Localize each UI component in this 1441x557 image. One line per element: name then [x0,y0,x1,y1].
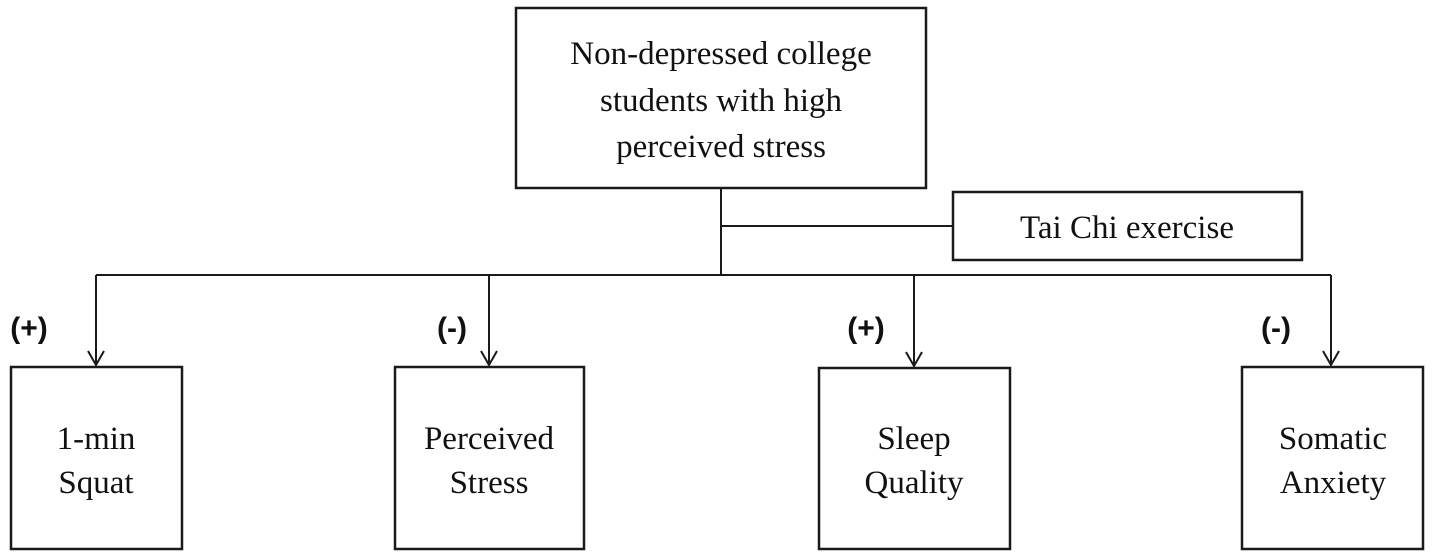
sign-sleep: (+) [847,312,885,345]
outcome-squat-line-1: 1-min [57,421,136,457]
root-box [514,6,928,190]
outcome-box-stress [393,365,586,551]
intervention-box [951,190,1304,262]
effect-signs: (+) (-) (+) (-) [10,312,1291,345]
outcome-node-anxiety: Somatic Anxiety [1240,365,1425,551]
outcome-box-anxiety [1240,365,1425,551]
outcome-sleep-line-1: Sleep [877,421,950,457]
outcome-stress-line-2: Stress [450,465,529,501]
outcome-squat-line-2: Squat [58,465,133,501]
outcome-stress-line-1: Perceived [424,421,555,457]
outcome-node-sleep: Sleep Quality [817,366,1012,551]
outcome-box-squat [9,365,184,551]
arrowhead-squat [87,350,105,368]
root-line-3: perceived stress [616,129,826,165]
outcome-node-squat: 1-min Squat [9,365,184,551]
sign-anxiety: (-) [1261,312,1291,345]
outcome-anxiety-line-2: Anxiety [1280,465,1387,501]
outcome-sleep-line-2: Quality [865,465,964,501]
outcome-box-sleep [817,366,1012,551]
root-line-2: students with high [600,83,843,119]
arrowhead-stress [480,350,498,368]
sign-squat: (+) [10,312,48,345]
root-line-1: Non-depressed college [570,36,871,72]
sign-stress: (-) [437,312,467,345]
intervention-label: Tai Chi exercise [1020,210,1234,246]
root-node: Non-depressed college students with high… [514,6,928,190]
outcome-anxiety-line-1: Somatic [1279,421,1387,457]
intervention-node: Tai Chi exercise [951,190,1304,262]
arrowhead-sleep [905,351,923,369]
connectors [87,188,1340,369]
outcome-node-stress: Perceived Stress [393,365,586,551]
arrowhead-anxiety [1322,350,1340,368]
